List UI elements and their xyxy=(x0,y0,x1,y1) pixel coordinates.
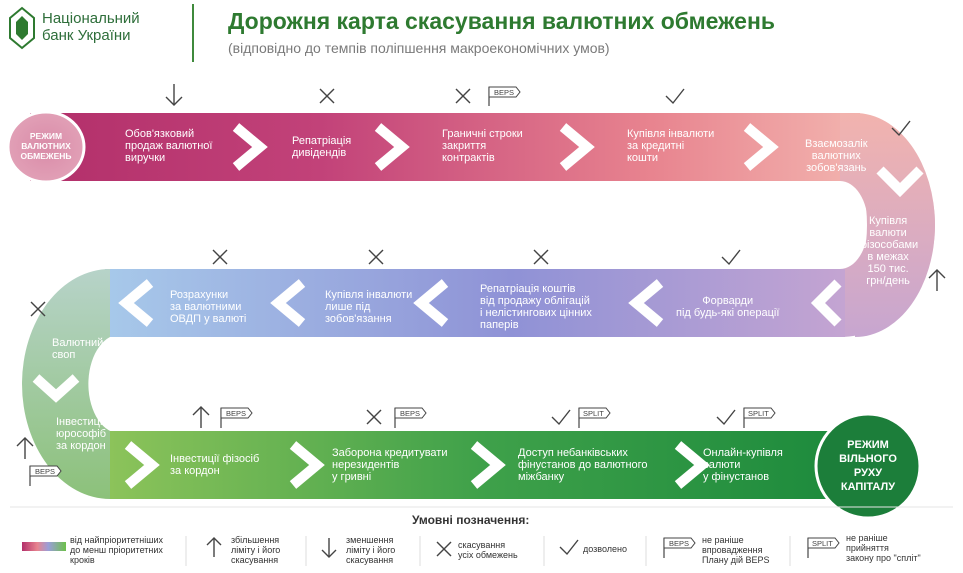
beps-flag-icon: BEPS xyxy=(220,407,253,428)
chevron-right-icon xyxy=(674,441,710,489)
split-flag-icon: SPLIT xyxy=(578,407,611,428)
chevron-right-icon xyxy=(743,123,779,171)
header-divider xyxy=(192,4,194,62)
chevron-right-icon xyxy=(470,441,506,489)
road-row-2 xyxy=(105,269,845,337)
cross-icon xyxy=(319,88,335,104)
nbu-logo-icon xyxy=(9,6,35,50)
beps-flag-icon: BEPS xyxy=(488,86,521,106)
svg-text:SPLIT: SPLIT xyxy=(812,539,833,548)
cross-icon xyxy=(366,409,382,425)
arrow-up-icon xyxy=(16,437,34,459)
svg-text:BEPS: BEPS xyxy=(35,467,55,476)
svg-text:SPLIT: SPLIT xyxy=(748,409,769,418)
check-icon xyxy=(551,409,571,426)
road-row-3 xyxy=(110,431,850,499)
chevron-right-icon xyxy=(124,441,160,489)
cross-icon xyxy=(30,301,46,317)
arrow-up-icon xyxy=(928,269,946,291)
cross-icon xyxy=(455,88,471,104)
chevron-right-icon xyxy=(374,123,410,171)
svg-text:SPLIT: SPLIT xyxy=(583,409,604,418)
chevron-left-icon xyxy=(118,279,154,327)
legend-check-text: дозволено xyxy=(583,544,628,554)
check-icon xyxy=(891,120,911,137)
logo-line-1: Національний xyxy=(42,10,140,27)
chevron-right-icon xyxy=(289,441,325,489)
arrow-up-icon xyxy=(192,406,210,428)
legend-title: Умовні позначення: xyxy=(412,513,530,527)
page-title: Дорожня карта скасування валютних обмеже… xyxy=(228,8,775,34)
cross-icon xyxy=(533,249,549,265)
check-icon xyxy=(665,88,685,105)
arrow-down-icon xyxy=(165,84,183,106)
end-regime-circle xyxy=(814,412,922,520)
svg-text:BEPS: BEPS xyxy=(669,539,689,548)
legend-split-flag-icon: SPLIT xyxy=(807,537,840,558)
legend-cross-icon xyxy=(436,541,452,557)
chevron-left-icon xyxy=(413,279,449,327)
legend-gradient-swatch xyxy=(22,542,66,551)
legend-arrow-down-icon xyxy=(321,538,337,558)
legend-check-icon xyxy=(559,539,579,556)
legend-arrow-up-icon xyxy=(206,537,222,557)
nbu-logo-text: Національний банк України xyxy=(42,10,140,44)
chevron-down-icon xyxy=(32,374,80,403)
chevron-right-icon xyxy=(232,123,268,171)
start-regime-circle xyxy=(6,110,86,184)
chevron-down-icon xyxy=(876,166,924,198)
beps-flag-icon: BEPS xyxy=(394,407,427,428)
legend-beps-flag-icon: BEPS xyxy=(663,537,696,558)
cross-icon xyxy=(212,249,228,265)
chevron-right-icon xyxy=(559,123,595,171)
check-icon xyxy=(721,249,741,266)
svg-text:BEPS: BEPS xyxy=(494,88,514,97)
page-subtitle: (відповідно до темпів поліпшення макроек… xyxy=(228,40,610,56)
svg-text:BEPS: BEPS xyxy=(400,409,420,418)
chevron-left-icon xyxy=(628,279,664,327)
beps-flag-icon: BEPS xyxy=(29,465,62,486)
cross-icon xyxy=(368,249,384,265)
svg-text:BEPS: BEPS xyxy=(226,409,246,418)
check-icon xyxy=(716,409,736,426)
logo-line-2: банк України xyxy=(42,27,131,44)
road-row-1 xyxy=(30,113,860,181)
chevron-left-icon xyxy=(810,279,842,327)
chevron-left-icon xyxy=(270,279,306,327)
split-flag-icon: SPLIT xyxy=(743,407,776,428)
